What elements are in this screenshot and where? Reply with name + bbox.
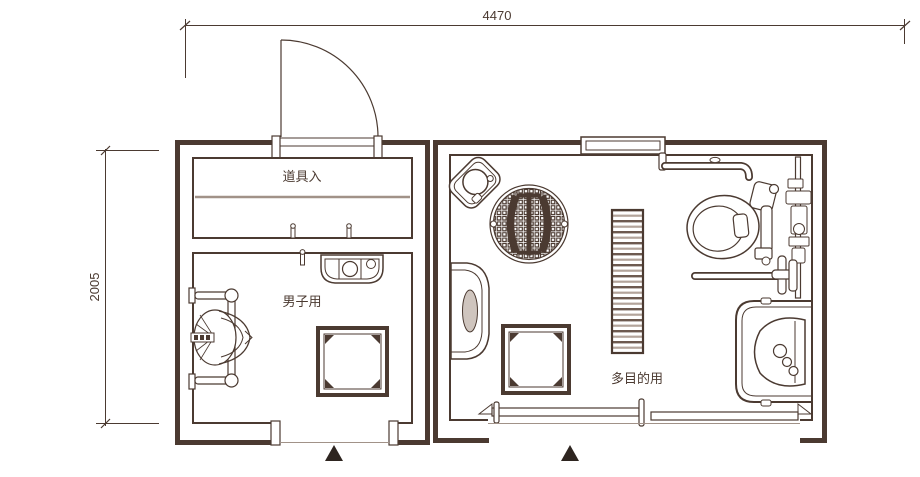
wall-folding-seat — [450, 262, 490, 360]
circular-floor-drain — [489, 184, 569, 264]
entrance-marker-left — [325, 445, 343, 461]
wall-grab-bar — [658, 152, 753, 181]
floor-pit-left — [316, 326, 389, 397]
top-wall-window — [580, 136, 666, 155]
sliding-door-panel — [650, 411, 799, 421]
dimension-top-label: 4470 — [483, 8, 512, 23]
corner-wash-basin — [448, 156, 501, 209]
door-handle — [638, 398, 645, 427]
dimension-top: 4470 — [179, 8, 911, 78]
multipurpose-room: 多目的用 — [448, 152, 813, 427]
storage-room: 道具入 — [192, 157, 413, 239]
hinged-entrance-door — [271, 39, 383, 159]
door-jamb — [388, 420, 399, 446]
mens-room-label: 男子用 — [282, 294, 321, 309]
toilet-grab-bar-bracket — [691, 255, 798, 295]
multipurpose-room-label: 多目的用 — [611, 371, 663, 386]
flush-valve — [190, 332, 215, 343]
dimension-left: 2005 — [87, 145, 159, 429]
left-building: 道具入 — [175, 39, 430, 461]
entrance-marker-right — [561, 445, 579, 461]
right-building: 多目的用 — [433, 136, 827, 461]
door-jamb — [270, 420, 281, 446]
double-sliding-door — [477, 398, 813, 427]
fold-down-changing-table — [610, 208, 645, 355]
floor-pit-right — [501, 324, 571, 395]
door-jamb — [271, 135, 281, 159]
mens-room: 男子用 — [188, 249, 413, 446]
storage-room-label: 道具入 — [282, 169, 321, 184]
wall-hook — [299, 249, 306, 266]
dimension-left-label: 2005 — [87, 273, 102, 302]
door-handle — [493, 401, 500, 424]
sliding-door-panel — [491, 407, 640, 417]
hand-wash-sink — [320, 254, 384, 284]
toilet-with-flush-unit — [686, 178, 812, 266]
toilet-bowl — [686, 194, 760, 260]
accessible-sink — [735, 297, 811, 407]
door-jamb — [373, 135, 383, 159]
flush-unit — [749, 178, 812, 266]
coat-hook — [346, 223, 352, 239]
coat-hook — [290, 223, 296, 239]
urinal-with-grab-bar-frame — [188, 287, 253, 390]
